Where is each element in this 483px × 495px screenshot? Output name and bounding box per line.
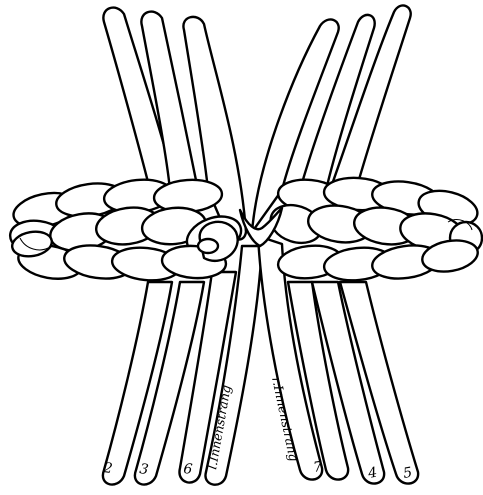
left-braid (8, 177, 247, 284)
label-num-6: 6 (183, 461, 194, 478)
lower-left-strands (103, 246, 262, 485)
label-num-7: 7 (312, 459, 323, 476)
right-braid (266, 176, 482, 284)
